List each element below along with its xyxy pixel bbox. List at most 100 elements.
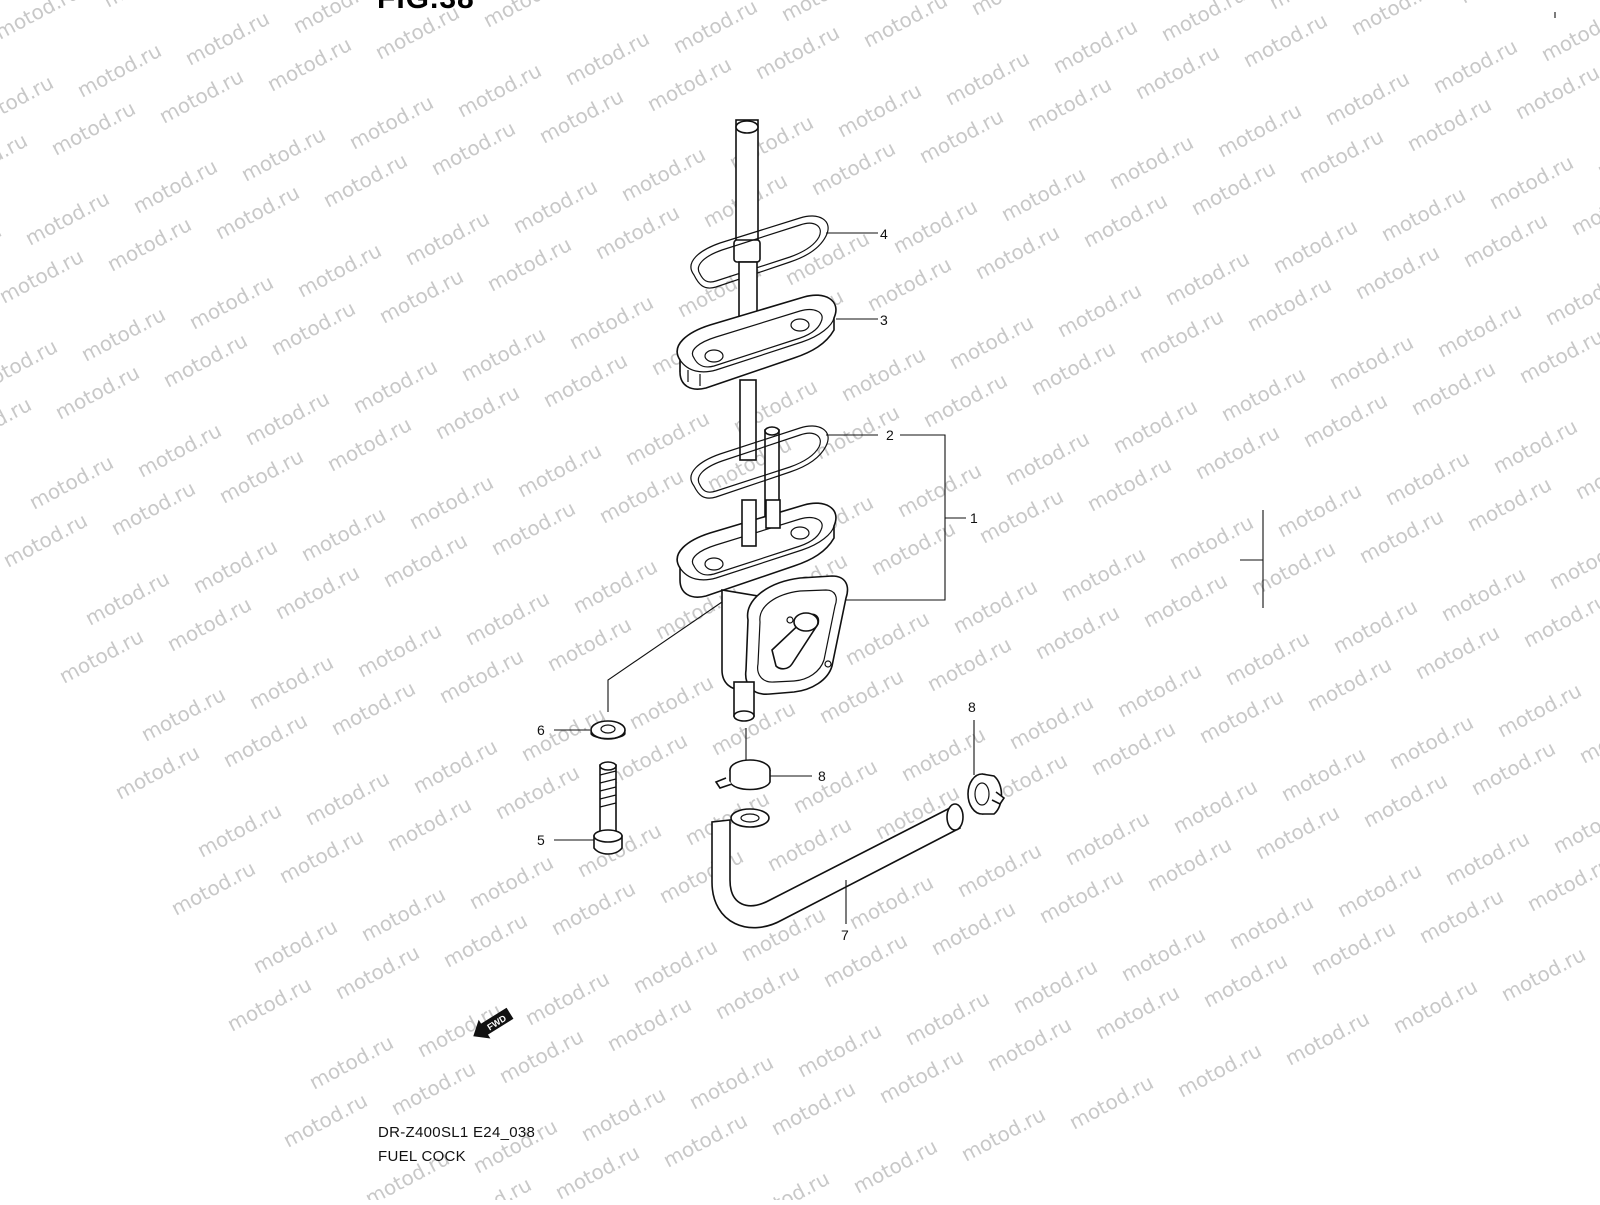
watermark-text: motod.ru — [73, 38, 165, 102]
watermark-text: motod.ru — [1355, 504, 1447, 568]
watermark-text: motod.ru — [0, 128, 31, 192]
watermark-text: motod.ru — [1243, 272, 1335, 336]
watermark-text: motod.ru — [77, 302, 169, 366]
watermark-text: motod.ru — [1009, 954, 1101, 1018]
watermark-text: motod.ru — [1467, 736, 1559, 800]
watermark-text: motod.ru — [807, 136, 899, 200]
watermark-text: motod.ru — [1545, 530, 1600, 594]
watermark-text: motod.ru — [1191, 420, 1283, 484]
watermark-text: motod.ru — [461, 586, 553, 650]
reserve-pipe-cap — [765, 427, 779, 435]
watermark-text: motod.ru — [167, 856, 259, 920]
watermark-text: motod.ru — [1035, 864, 1127, 928]
watermark-text: motod.ru — [591, 200, 683, 264]
watermark-text: motod.ru — [319, 148, 411, 212]
fuel-hose-end-left — [731, 809, 769, 827]
bolt-shank — [600, 765, 616, 837]
watermark-text: motod.ru — [1519, 588, 1600, 652]
watermark-text: motod.ru — [1031, 600, 1123, 664]
watermark-text: motod.ru — [1239, 8, 1331, 72]
watermark-text: motod.ru — [137, 682, 229, 746]
watermark-text: motod.ru — [323, 412, 415, 476]
watermark-text: motod.ru — [945, 310, 1037, 374]
watermark-text: motod.ru — [0, 392, 35, 456]
callout-4: 4 — [880, 226, 888, 242]
watermark-text: motod.ru — [275, 824, 367, 888]
watermark-text: motod.ru — [833, 78, 925, 142]
watermark-text: motod.ru — [0, 508, 91, 572]
watermark-text: motod.ru — [711, 960, 803, 1024]
watermark-text: motod.ru — [353, 618, 445, 682]
watermark-text: motod.ru — [357, 882, 449, 946]
watermark-text: motod.ru — [1511, 60, 1600, 124]
part-8-clamp-left — [716, 760, 770, 790]
watermark-text: motod.ru — [539, 348, 631, 412]
watermark-text: motod.ru — [1385, 710, 1477, 774]
watermark-text: motod.ru — [263, 32, 355, 96]
watermark-text: motod.ru — [1359, 768, 1451, 832]
watermark-text: motod.ru — [0, 244, 87, 308]
watermark-text: motod.ru — [535, 84, 627, 148]
figure-title: FIG.38 — [377, 0, 475, 16]
watermark-text: motod.ru — [617, 142, 709, 206]
watermark-text: motod.ru — [1381, 446, 1473, 510]
watermark-text: motod.ru — [1135, 304, 1227, 368]
watermark-text: motod.ru — [565, 290, 657, 354]
watermark-text: motod.ru — [457, 322, 549, 386]
watermark-text: motod.ru — [279, 1088, 371, 1152]
watermark-text: motod.ru — [1407, 356, 1499, 420]
part-8-clamp-right — [968, 774, 1004, 814]
watermark-text: motod.ru — [103, 212, 195, 276]
watermark-text: motod.ru — [293, 238, 385, 302]
watermark-text: motod.ru — [431, 380, 523, 444]
watermark-text: motod.ru — [561, 26, 653, 90]
watermark-text: motod.ru — [249, 914, 341, 978]
strainer-collar — [734, 240, 760, 262]
watermark-text: motod.ru — [111, 740, 203, 804]
watermark-text: motod.ru — [1329, 594, 1421, 658]
watermark-text: motod.ru — [841, 606, 933, 670]
callout-2: 2 — [886, 427, 894, 443]
watermark-text: motod.ru — [1489, 414, 1581, 478]
watermark-text: motod.ru — [1005, 690, 1097, 754]
watermark-text: motod.ru — [1321, 66, 1413, 130]
watermark-text: motod.ru — [1325, 330, 1417, 394]
watermark-text: motod.ru — [1157, 0, 1249, 46]
watermark-text: motod.ru — [1057, 542, 1149, 606]
watermark-text: motod.ru — [659, 1108, 751, 1172]
watermark-text: motod.ru — [1087, 716, 1179, 780]
watermark-text: motod.ru — [919, 368, 1011, 432]
watermark-text: motod.ru — [55, 624, 147, 688]
watermark-text: motod.ru — [297, 502, 389, 566]
callout-7: 7 — [841, 927, 849, 943]
watermark-text: motod.ru — [1575, 704, 1600, 768]
watermark-text: motod.ru — [1593, 118, 1600, 182]
watermark-text: motod.ru — [0, 0, 83, 44]
watermark-text: motod.ru — [453, 58, 545, 122]
callout-3: 3 — [880, 312, 888, 328]
watermark-text: motod.ru — [1523, 852, 1600, 916]
watermark-text: motod.ru — [1113, 658, 1205, 722]
watermark-text: motod.ru — [1403, 92, 1495, 156]
watermark-text: motod.ru — [185, 270, 277, 334]
watermark-text: motod.ru — [621, 406, 713, 470]
watermark-text: motod.ru — [237, 122, 329, 186]
fuel-hose-end-right — [947, 804, 963, 830]
watermark-text: motod.ru — [1251, 800, 1343, 864]
watermark-text: motod.ru — [1351, 240, 1443, 304]
watermark-text: motod.ru — [1061, 806, 1153, 870]
watermark-text: motod.ru — [1079, 188, 1171, 252]
watermark-text: motod.ru — [595, 464, 687, 528]
callout-8-left: 8 — [818, 768, 826, 784]
watermark-text: motod.ru — [1389, 974, 1481, 1038]
watermark-text: motod.ru — [521, 966, 613, 1030]
watermark-text: motod.ru — [767, 1076, 859, 1140]
watermark-text: motod.ru — [405, 470, 497, 534]
watermark-text: motod.ru — [781, 226, 873, 290]
watermark-text: motod.ru — [379, 528, 471, 592]
watermark-text: motod.ru — [159, 328, 251, 392]
watermark-text: motod.ru — [1485, 150, 1577, 214]
watermark-text: motod.ru — [479, 0, 571, 32]
